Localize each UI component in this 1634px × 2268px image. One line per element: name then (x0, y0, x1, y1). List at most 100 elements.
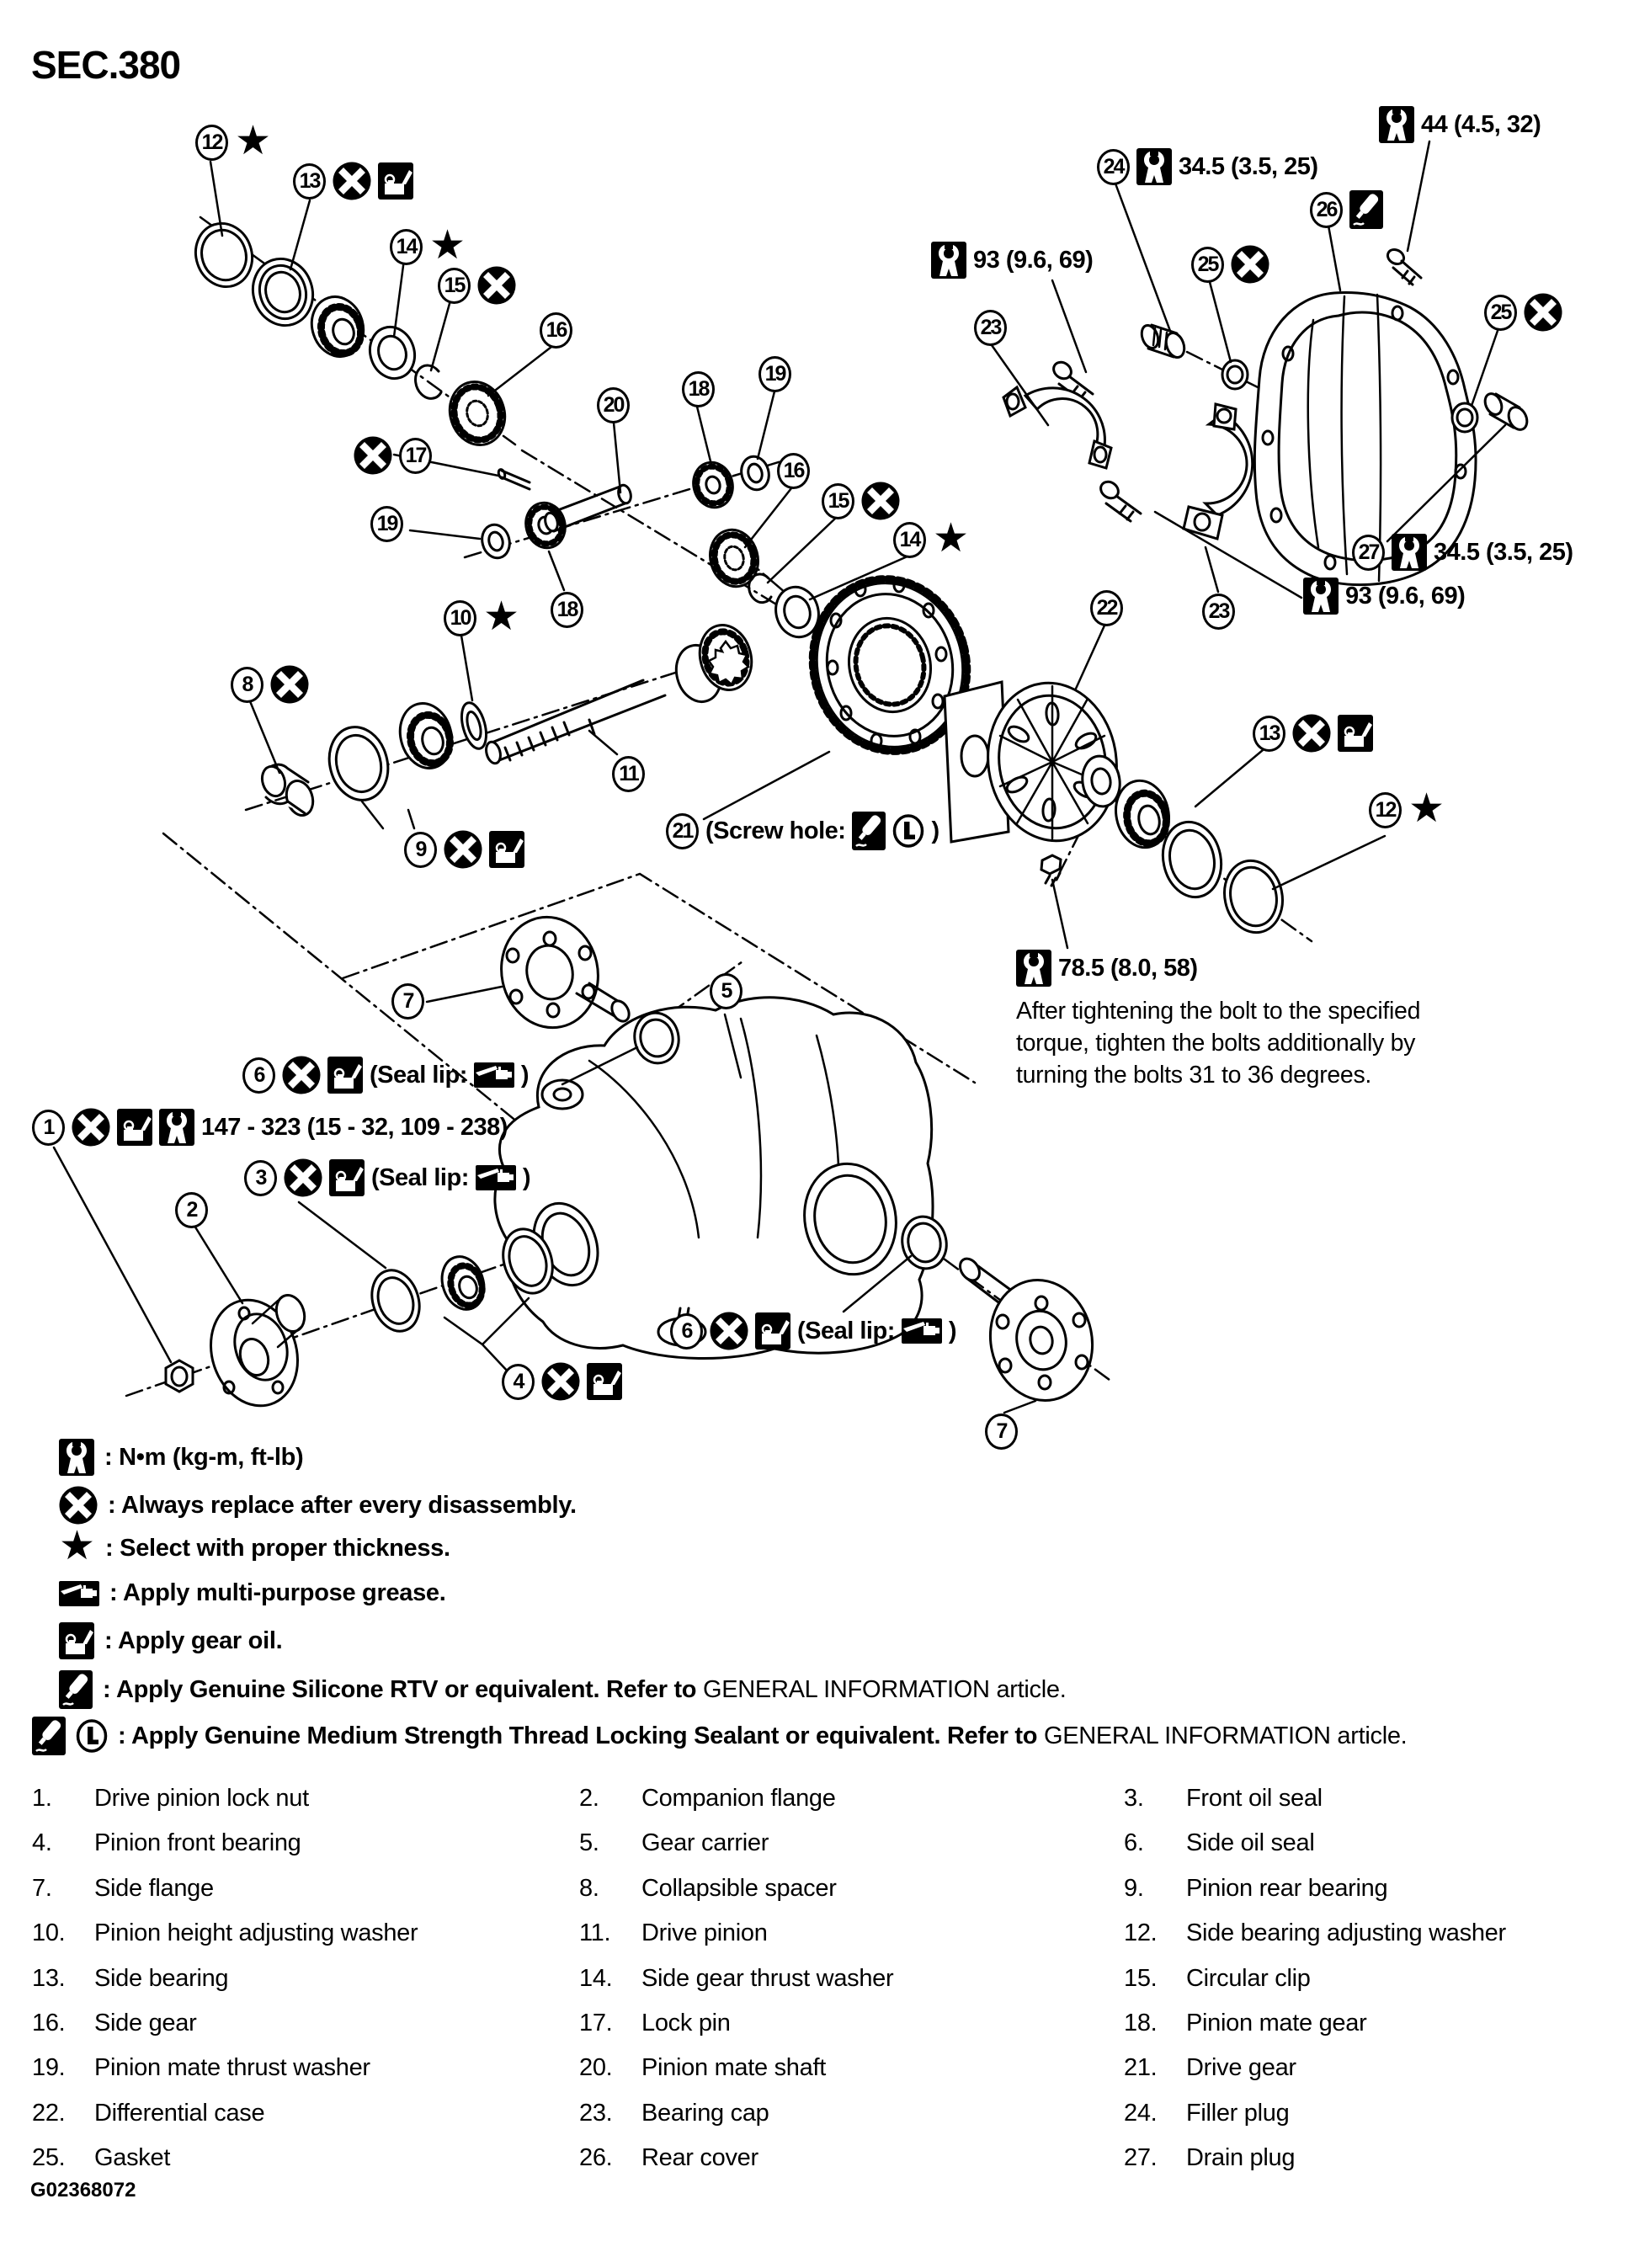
replace-icon (72, 1108, 110, 1147)
star-icon: ★ (429, 222, 466, 268)
gear-oil-icon (755, 1312, 790, 1350)
legend-text: : Select with proper thickness. (105, 1534, 450, 1562)
side-gear-thrust-washer-14 (368, 325, 417, 381)
part-name: Companion flange (641, 1785, 836, 1812)
part-number: 11. (579, 1919, 611, 1947)
callout-12: 12 (1369, 792, 1402, 828)
circular-clip-15b (748, 572, 773, 604)
gear-oil-icon (378, 162, 413, 200)
part-name: Gear carrier (641, 1829, 769, 1857)
legend-item: : Apply multi-purpose grease. (59, 1579, 446, 1607)
diagram-annotation: 7 (391, 983, 424, 1020)
callout-19: 19 (758, 356, 791, 392)
diagram-annotation: 25 (1191, 245, 1269, 284)
replace-icon (1524, 293, 1562, 332)
part-number: 3. (1124, 1785, 1144, 1812)
side-gear-16b (709, 528, 759, 588)
annotation-text: ) (520, 1061, 530, 1089)
annotation-text: (Seal lip: (370, 1061, 467, 1089)
star-icon: ★ (1408, 785, 1445, 831)
part-item: 16.Side gear (32, 2010, 197, 2037)
cap-bolt-93b (1099, 480, 1142, 523)
part-name: Side oil seal (1186, 1829, 1315, 1857)
diagram-annotation: 14★ (893, 515, 970, 561)
part-number: 24. (1124, 2099, 1158, 2127)
replace-icon (444, 830, 482, 869)
replace-icon (477, 266, 516, 305)
part-name: Side bearing adjusting washer (1186, 1919, 1506, 1947)
annotation-text: 147 - 323 (15 - 32, 109 - 238) (201, 1113, 508, 1141)
legend-item: : Always replace after every disassembly… (59, 1486, 577, 1525)
part-item: 18.Pinion mate gear (1124, 2010, 1367, 2037)
pinion-rear-bearing-race-9 (327, 726, 390, 801)
diagram-annotation: 13 (1253, 714, 1373, 753)
replace-icon (861, 482, 900, 520)
part-name: Pinion mate thrust washer (94, 2054, 370, 2082)
replace-icon (270, 665, 309, 704)
diagram-annotation: 19 (370, 506, 403, 542)
diagram-annotation: 18 (682, 371, 715, 407)
gear-carrier-5 (493, 996, 934, 1360)
part-item: 26.Rear cover (579, 2144, 758, 2172)
diagram-annotation: 44 (4.5, 32) (1379, 106, 1541, 143)
callout-9: 9 (404, 831, 437, 868)
replace-icon (284, 1158, 322, 1197)
side-oil-seal-6a (633, 1011, 680, 1065)
part-name: Side bearing (94, 1964, 229, 1992)
legend-item: : Apply Genuine Silicone RTV or equivale… (59, 1670, 1067, 1709)
callout-3: 3 (244, 1159, 277, 1196)
part-number: 19. (32, 2054, 66, 2082)
callout-19: 19 (370, 506, 403, 542)
gear-oil-icon (59, 1622, 94, 1659)
part-name: Pinion mate shaft (641, 2054, 826, 2082)
part-item: 23.Bearing cap (579, 2100, 769, 2127)
pinion-mate-gear-18b (692, 461, 734, 509)
annotation-text: (Screw hole: (705, 817, 846, 844)
grease-icon (59, 1580, 99, 1606)
legend-text: : N•m (kg-m, ft-lb) (104, 1443, 304, 1471)
tightening-note: After tightening the bolt to the specifi… (1016, 998, 1421, 1089)
diagram-annotation: 23 (1202, 594, 1235, 630)
circular-clip-15 (414, 364, 443, 400)
part-item: 4.Pinion front bearing (32, 1829, 301, 1857)
part-number: 27. (1124, 2144, 1158, 2172)
part-item: 22.Differential case (32, 2099, 265, 2127)
part-number: 6. (1124, 1829, 1144, 1857)
cap-bolt-93a (1052, 360, 1094, 403)
callout-11: 11 (612, 756, 645, 792)
part-name: Pinion rear bearing (1186, 1874, 1388, 1902)
part-number: 5. (579, 1829, 599, 1857)
side-bearing-cone-13b (1115, 779, 1170, 849)
part-item: 14.Side gear thrust washer (579, 1965, 894, 1993)
replace-icon (333, 162, 371, 200)
star-icon: ★ (933, 515, 970, 561)
replace-icon (282, 1056, 321, 1094)
callout-2: 2 (175, 1192, 208, 1228)
torque-wrench-icon (159, 1109, 194, 1146)
annotation-text: ) (522, 1163, 531, 1191)
diagram-annotation: 26 (1310, 190, 1383, 229)
diagram-annotation: 20 (597, 387, 630, 423)
part-number: 23. (579, 2099, 613, 2127)
silicone-icon (59, 1670, 93, 1709)
part-item: 11.Drive pinion (579, 1919, 768, 1947)
part-name: Gasket (94, 2144, 171, 2172)
part-name: Drive pinion lock nut (94, 1785, 309, 1812)
annotation-text: ) (931, 817, 939, 844)
part-name: Side gear (94, 2010, 197, 2036)
differential-case-22 (943, 680, 1121, 844)
callout-1: 1 (32, 1109, 65, 1146)
gasket-25b (1450, 402, 1479, 434)
part-item: 6. Side oil seal (1124, 1829, 1315, 1857)
diagram-annotation: 78.5 (8.0, 58)After tightening the bolt … (1016, 950, 1420, 1091)
drain-plug-27 (1483, 392, 1529, 431)
torque-wrench-icon (1392, 534, 1427, 571)
callout-23: 23 (974, 310, 1007, 346)
part-name: Differential case (94, 2099, 265, 2127)
callout-12: 12 (195, 125, 228, 161)
replace-icon (541, 1362, 580, 1401)
side-bearing-adjusting-washer-12b (1223, 859, 1284, 934)
part-item: 2.Companion flange (579, 1785, 836, 1813)
annotation-text: ) (948, 1317, 957, 1344)
companion-flange-2 (209, 1294, 306, 1408)
